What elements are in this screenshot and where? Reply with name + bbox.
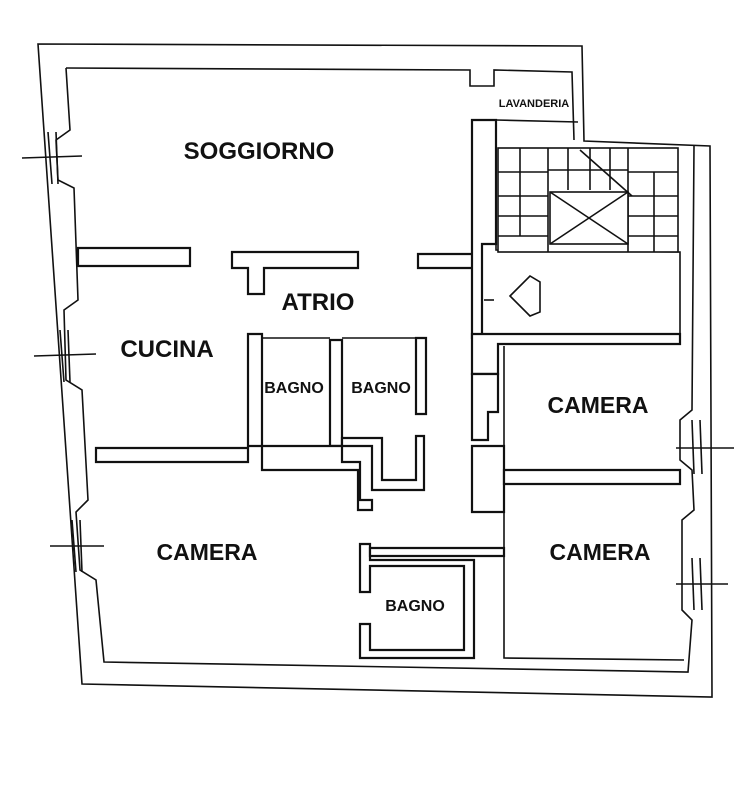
- partition-camera-left-top: [260, 444, 374, 512]
- camera-right-bottom-inner: [503, 484, 685, 661]
- window-right-top: [676, 419, 734, 475]
- partition-lavanderia: [495, 119, 579, 123]
- room-label-cucina: CUCINA: [120, 336, 213, 363]
- window-left-bottom: [50, 519, 104, 573]
- room-label-camera-left: CAMERA: [157, 539, 258, 565]
- bagno-3-walls: [358, 542, 476, 660]
- partition-corridor-lower: [470, 444, 506, 514]
- room-label-soggiorno: SOGGIORNO: [184, 138, 335, 165]
- partition-bagno3-camera: [368, 546, 506, 558]
- partition-corridor-right: [470, 372, 500, 442]
- bagno-2-step-wall: [340, 434, 426, 492]
- partition-soggiorno-stair: [416, 252, 480, 270]
- partition-soggiorno-cucina: [76, 246, 192, 268]
- outer-wall-outline: [37, 43, 713, 698]
- bagno-2-right-wall: [414, 336, 428, 416]
- inner-wall-left: [55, 67, 695, 673]
- partition-cucina-camera: [94, 446, 250, 464]
- partition-camera-right: [502, 468, 682, 486]
- entrance-arrow-icon: [508, 274, 541, 317]
- bagno-1-walls: [246, 332, 264, 448]
- window-right-bottom: [676, 557, 728, 611]
- room-label-lavanderia: LAVANDERIA: [499, 98, 570, 110]
- room-label-bagno-2: BAGNO: [351, 380, 411, 397]
- bagno-1-right-wall: [328, 338, 344, 448]
- stair-core-wall-left: [470, 118, 498, 340]
- inner-wall-outline: [65, 67, 575, 141]
- partition-atrio-column: [230, 250, 360, 296]
- room-label-atrio: ATRIO: [282, 289, 355, 316]
- room-label-camera-right-bottom: CAMERA: [550, 539, 651, 565]
- room-label-camera-right-top: CAMERA: [548, 392, 649, 418]
- room-label-bagno-3: BAGNO: [385, 598, 445, 615]
- window-left-middle: [33, 329, 97, 383]
- lift-shaft: [549, 191, 629, 245]
- window-left-top: [21, 131, 83, 185]
- room-label-bagno-1: BAGNO: [264, 380, 324, 397]
